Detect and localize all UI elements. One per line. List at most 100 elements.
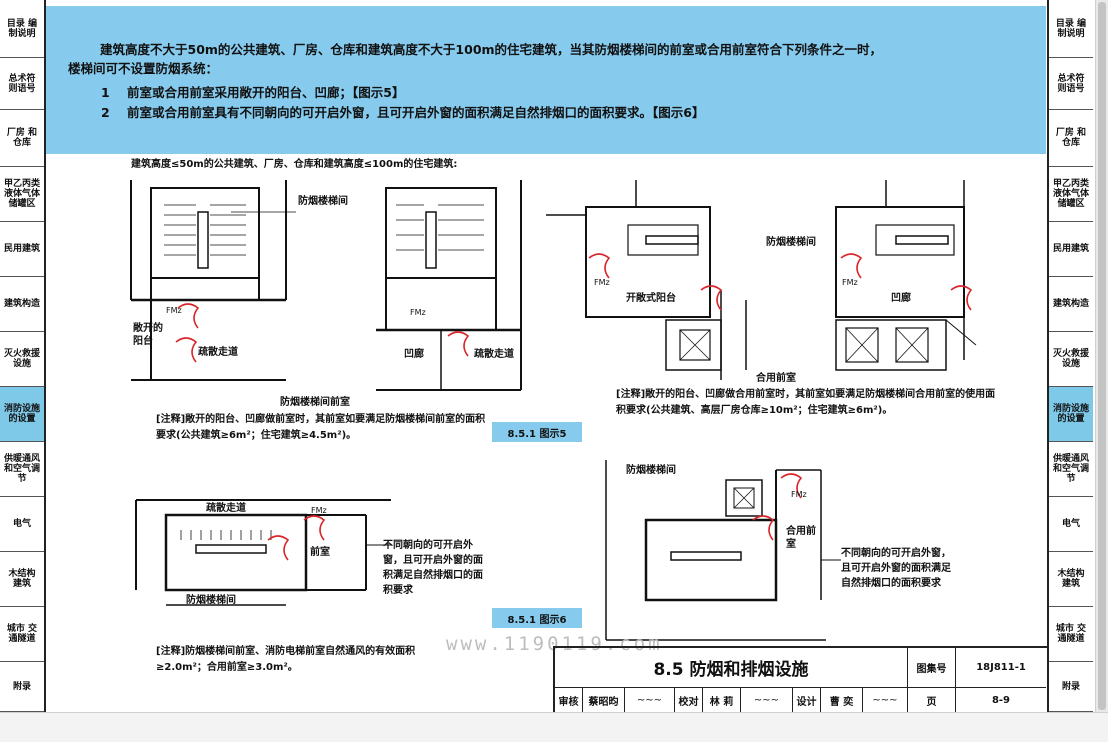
left-tab-8[interactable]: 供暖通风 和空气调节 xyxy=(0,442,44,497)
fig6-stair-label: 防烟楼梯间 xyxy=(186,595,236,606)
right-tab-2[interactable]: 厂房 和仓库 xyxy=(1049,110,1093,167)
right-tab-label: 消防设施 的设置 xyxy=(1052,404,1089,424)
left-tab-1[interactable]: 总术符 则语号 xyxy=(0,58,44,110)
fig5-note: [注释]敞开的阳台、凹廊做前室时，其前室如要满足防烟楼梯间前室的面积要求(公共建… xyxy=(156,414,486,441)
fig5-recessed-corridor: 凹廊 xyxy=(404,349,424,360)
left-tab-label: 电气 xyxy=(12,519,31,529)
right-tab-4[interactable]: 民用建筑 xyxy=(1049,222,1093,277)
fig6-window-note: 不同朝向的可开启外窗，且可开启外窗的面积满足自然排烟口的面积要求 xyxy=(383,540,483,596)
right-tab-10[interactable]: 木结构 建筑 xyxy=(1049,552,1093,607)
title-block: 8.5 防烟和排烟设施 图集号 18J811-1 审核 蔡昭昀 ~~~ 校对 林… xyxy=(553,646,1048,714)
fig5-shared-anteroom: 合用前室 xyxy=(756,373,796,384)
fig5-plan-b xyxy=(376,180,522,391)
designer-signature: ~~~ xyxy=(863,688,908,712)
fig6-evac-corridor: 疏散走道 xyxy=(206,503,246,514)
fig5-fm-a: FMz xyxy=(166,306,182,315)
fig5-evac-corridor-2: 疏散走道 xyxy=(474,349,514,360)
right-tab-6[interactable]: 灭火救援 设施 xyxy=(1049,332,1093,387)
left-tab-label: 甲乙丙类液体气体储罐区 xyxy=(3,179,40,209)
left-tab-label: 厂房 和仓库 xyxy=(6,128,38,148)
right-tab-9[interactable]: 电气 xyxy=(1049,497,1093,552)
atlas-no: 18J811-1 xyxy=(956,648,1046,688)
left-tab-9[interactable]: 电气 xyxy=(0,497,44,552)
left-tab-label: 灭火救援 设施 xyxy=(3,349,40,369)
right-tab-label: 总术符 则语号 xyxy=(1057,73,1085,94)
right-tab-11[interactable]: 城市 交通隧道 xyxy=(1049,607,1093,662)
left-tab-7[interactable]: 消防设施 的设置 xyxy=(0,387,44,442)
fig6-note: [注释]防烟楼梯间前室、消防电梯前室自然通风的有效面积≥2.0m²；合用前室≥3… xyxy=(156,646,416,673)
right-tab-12[interactable]: 附录 xyxy=(1049,662,1093,712)
right-tab-5[interactable]: 建筑构造 xyxy=(1049,277,1093,332)
fig5-plan-c xyxy=(546,180,747,380)
left-tab-11[interactable]: 城市 交通隧道 xyxy=(0,607,44,662)
fig5-fm-c: FMz xyxy=(594,278,610,287)
right-tab-label: 目录 编制说明 xyxy=(1055,18,1087,39)
document-page: 建筑高度不大于50m的公共建筑、厂房、仓库和建筑高度不大于100m的住宅建筑，当… xyxy=(46,0,1048,714)
intro-text: 建筑高度不大于50m的公共建筑、厂房、仓库和建筑高度不大于100m的住宅建筑，当… xyxy=(68,40,1028,78)
left-tab-label: 建筑构造 xyxy=(3,299,40,309)
left-tab-label: 城市 交通隧道 xyxy=(6,624,38,644)
fig5-stair-label: 防烟楼梯间 xyxy=(298,196,348,207)
fig5-right-open-balcony: 开敞式阳台 xyxy=(626,293,676,304)
fig5-plan-d xyxy=(835,180,977,371)
fig5-evac-corridor: 疏散走道 xyxy=(198,347,238,358)
left-tab-6[interactable]: 灭火救援 设施 xyxy=(0,332,44,387)
checker-signature: ~~~ xyxy=(741,688,793,712)
left-tab-label: 目录 编制说明 xyxy=(6,18,38,39)
right-tab-8[interactable]: 供暖通风 和空气调节 xyxy=(1049,442,1093,497)
fig6-right-shared-anteroom: 合用前室 xyxy=(786,526,816,550)
sheet-title: 8.5 防烟和排烟设施 xyxy=(555,648,908,688)
atlas-no-label: 图集号 xyxy=(908,648,956,688)
reviewer-signature: ~~~ xyxy=(625,688,675,712)
fig5-right-recessed: 凹廊 xyxy=(891,293,911,304)
vertical-scrollbar[interactable] xyxy=(1095,0,1108,712)
left-tab-12[interactable]: 附录 xyxy=(0,662,44,712)
left-tab-strip: 目录 编制说明总术符 则语号厂房 和仓库甲乙丙类液体气体储罐区民用建筑建筑构造灭… xyxy=(0,0,46,712)
floor-plan-drawings xyxy=(130,180,977,641)
fig5-anteroom-caption: 防烟楼梯间前室 xyxy=(280,397,350,408)
left-tab-label: 附录 xyxy=(12,681,31,692)
right-tab-label: 建筑构造 xyxy=(1052,299,1089,309)
right-tab-strip: 目录 编制说明总术符 则语号厂房 和仓库甲乙丙类液体气体储罐区民用建筑建筑构造灭… xyxy=(1047,0,1093,712)
fig5-subtitle: 建筑高度≤50m的公共建筑、厂房、仓库和建筑高度≤100m的住宅建筑: xyxy=(131,159,458,170)
header-panel: 建筑高度不大于50m的公共建筑、厂房、仓库和建筑高度不大于100m的住宅建筑，当… xyxy=(46,6,1046,154)
left-tab-label: 木结构 建筑 xyxy=(8,569,36,589)
left-tab-3[interactable]: 甲乙丙类液体气体储罐区 xyxy=(0,167,44,222)
right-tab-label: 附录 xyxy=(1061,681,1080,692)
fig6-fm-a: FMz xyxy=(311,506,327,515)
right-tab-7[interactable]: 消防设施 的设置 xyxy=(1049,387,1093,442)
checker: 林 莉 xyxy=(703,688,741,712)
left-tab-4[interactable]: 民用建筑 xyxy=(0,222,44,277)
check-label: 校对 xyxy=(675,688,703,712)
fig5-fm-d: FMz xyxy=(842,278,858,287)
left-tab-label: 供暖通风 和空气调节 xyxy=(3,454,40,484)
right-tab-label: 民用建筑 xyxy=(1052,244,1089,254)
review-label: 审核 xyxy=(555,688,583,712)
bottom-strip xyxy=(0,712,1108,742)
fig6-right-window-note: 不同朝向的可开启外窗，且可开启外窗的面积满足自然排烟口的面积要求 xyxy=(841,548,951,589)
right-tab-label: 电气 xyxy=(1061,519,1080,529)
left-tab-5[interactable]: 建筑构造 xyxy=(0,277,44,332)
left-tab-label: 总术符 则语号 xyxy=(8,73,36,94)
left-tab-0[interactable]: 目录 编制说明 xyxy=(0,0,44,58)
fig6-plan-a xyxy=(135,499,391,606)
right-tab-label: 甲乙丙类液体气体储罐区 xyxy=(1052,179,1089,209)
right-tab-0[interactable]: 目录 编制说明 xyxy=(1049,0,1093,58)
right-tab-3[interactable]: 甲乙丙类液体气体储罐区 xyxy=(1049,167,1093,222)
left-tab-2[interactable]: 厂房 和仓库 xyxy=(0,110,44,167)
right-tab-1[interactable]: 总术符 则语号 xyxy=(1049,58,1093,110)
right-tab-label: 供暖通风 和空气调节 xyxy=(1052,454,1089,484)
right-tab-label: 厂房 和仓库 xyxy=(1055,128,1087,148)
left-tab-10[interactable]: 木结构 建筑 xyxy=(0,552,44,607)
fig5-open-balcony: 敞开的阳台 xyxy=(133,323,163,347)
fig5-plan-a xyxy=(130,180,296,381)
fig6-right-stair-label: 防烟楼梯间 xyxy=(626,465,676,476)
fig6-fm-b: FMz xyxy=(791,490,807,499)
reviewer: 蔡昭昀 xyxy=(583,688,625,712)
scrollbar-thumb[interactable] xyxy=(1098,2,1106,710)
left-tab-label: 民用建筑 xyxy=(3,244,40,254)
fm-door-symbols xyxy=(175,253,973,561)
intro-line-2: 楼梯间可不设置防烟系统： xyxy=(68,61,219,76)
right-tab-label: 城市 交通隧道 xyxy=(1055,624,1087,644)
